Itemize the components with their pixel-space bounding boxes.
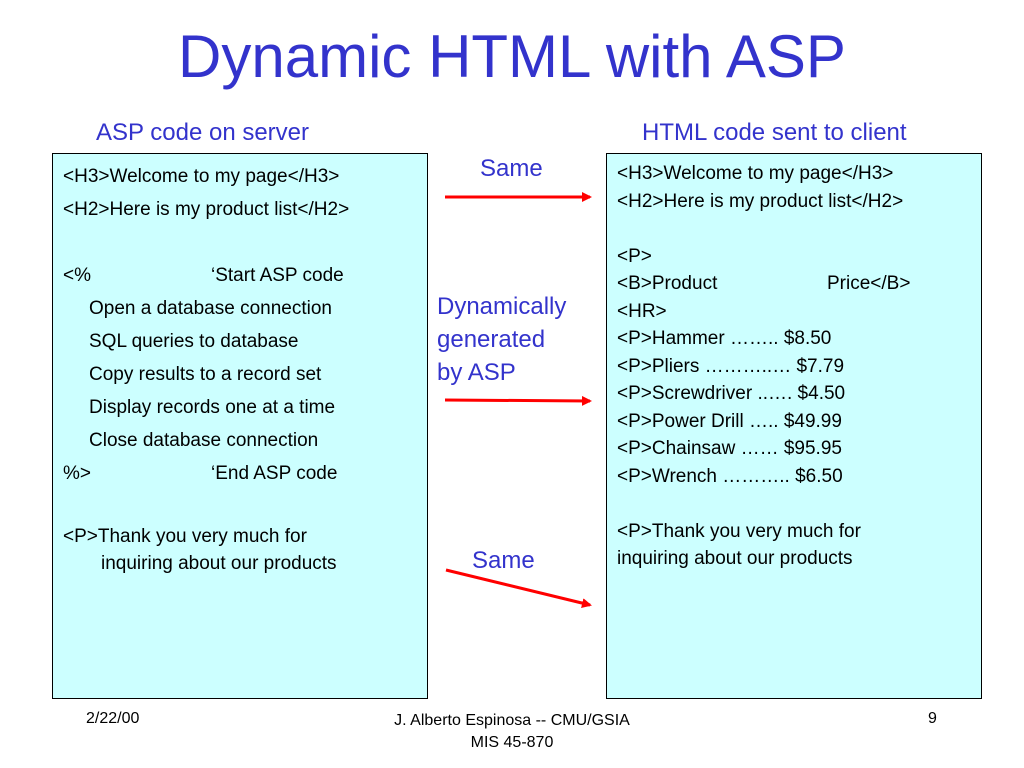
code-line: <P>Wrench ……….. $6.50 — [617, 465, 843, 487]
asp-code-panel: <H3>Welcome to my page</H3> <H2>Here is … — [52, 153, 428, 699]
code-line: <P>Thank you very much for — [617, 520, 861, 542]
code-line: Display records one at a time — [89, 397, 336, 418]
code-line: inquiring about our products — [617, 548, 853, 569]
footer-date: 2/22/00 — [86, 710, 140, 727]
code-line: <P>Hammer …….. $8.50 — [617, 328, 832, 349]
code-comment: ‘Start ASP code — [211, 265, 344, 286]
code-line: <P>Thank you very much for — [63, 526, 307, 547]
dynamic-label: Dynamically generated by ASP — [437, 290, 566, 389]
dynamic-label-line: by ASP — [437, 359, 516, 386]
arrow-dynamic — [444, 395, 592, 406]
arrow-same-bottom — [445, 568, 592, 608]
code-token: <% — [63, 265, 91, 286]
footer-course-line: MIS 45-870 — [470, 734, 554, 751]
code-line: <H3>Welcome to my page</H3> — [617, 163, 894, 184]
code-line: <H3>Welcome to my page</H3> — [63, 166, 340, 187]
code-line: Close database connection — [89, 430, 319, 451]
code-line: Copy results to a record set — [89, 364, 322, 385]
code-line: <P>Screwdriver ..…. $4.50 — [617, 383, 846, 404]
code-line: <P> — [617, 245, 652, 267]
dynamic-label-line: Dynamically — [437, 293, 567, 320]
footer-author: J. Alberto Espinosa -- CMU/GSIA MIS 45-8… — [340, 710, 684, 754]
code-comment: ‘End ASP code — [211, 463, 338, 484]
footer-author-line: J. Alberto Espinosa -- CMU/GSIA — [394, 712, 630, 729]
slide-number: 9 — [928, 710, 937, 727]
code-line: <% ‘Start ASP code — [63, 259, 417, 292]
code-line: <H2>Here is my product list</H2> — [63, 199, 350, 220]
same-label-bottom: Same — [472, 547, 535, 574]
code-line: %> ‘End ASP code — [63, 457, 417, 490]
code-line: Open a database connection — [89, 298, 332, 319]
code-line: <B>Product Price</B> — [617, 270, 971, 298]
code-token: Price</B> — [827, 273, 911, 294]
code-line: <P>Power Drill ….. $49.99 — [617, 410, 842, 432]
html-column-heading: HTML code sent to client — [642, 119, 907, 146]
code-line: <H2>Here is my product list</H2> — [617, 190, 904, 212]
code-line: <P>Chainsaw …… $95.95 — [617, 438, 842, 459]
asp-column-heading: ASP code on server — [96, 119, 310, 146]
code-line: <HR> — [617, 300, 667, 322]
code-token: %> — [63, 463, 91, 484]
slide-title: Dynamic HTML with ASP — [178, 23, 846, 90]
dynamic-label-line: generated — [437, 326, 546, 353]
code-line: SQL queries to database — [89, 331, 299, 352]
code-line: inquiring about our products — [101, 553, 337, 574]
code-token: <B>Product — [617, 273, 718, 294]
same-label-top: Same — [480, 155, 543, 182]
html-code-panel: <H3>Welcome to my page</H3> <H2>Here is … — [606, 153, 982, 699]
code-line: <P>Pliers ………..… $7.79 — [617, 355, 845, 377]
